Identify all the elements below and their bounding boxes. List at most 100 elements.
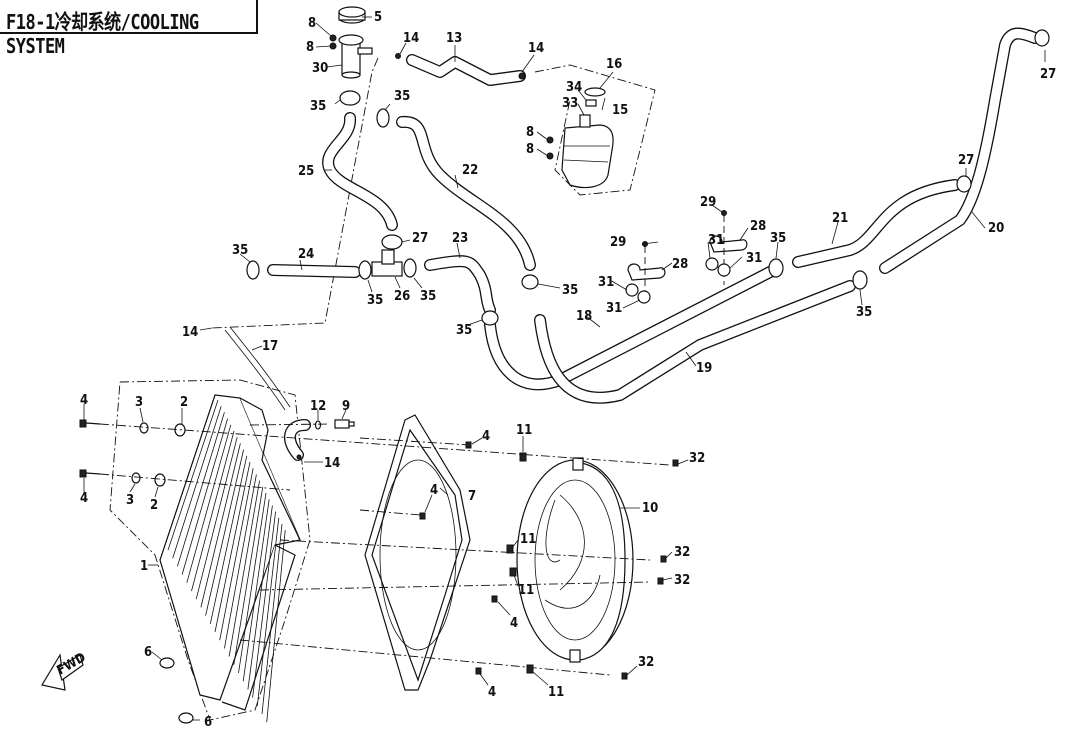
- callout-2: 2: [150, 498, 158, 513]
- callout-8: 8: [526, 125, 534, 140]
- tee-fitting-26: [371, 249, 403, 277]
- callout-32: 32: [674, 573, 690, 588]
- hose-24: [267, 264, 361, 278]
- callout-2: 2: [180, 395, 188, 410]
- hose-20: [879, 27, 1041, 274]
- callout-31: 31: [598, 275, 614, 290]
- callout-35: 35: [394, 89, 410, 104]
- callout-11: 11: [520, 532, 536, 547]
- coolant-reservoir: [561, 87, 614, 189]
- filler-group-outline: [211, 57, 379, 329]
- radiator-cap: [338, 6, 366, 24]
- mount-bushings-2: [154, 423, 186, 487]
- page-title: F18-1冷却系统/COOLING SYSTEM: [6, 11, 199, 60]
- callout-26: 26: [394, 289, 410, 304]
- callout-4: 4: [510, 616, 518, 631]
- callout-4: 4: [80, 491, 88, 506]
- bolt-8c: [546, 136, 554, 144]
- pipe-19: [534, 280, 856, 404]
- radiator-fin: [266, 530, 286, 723]
- radiator-fin: [233, 486, 264, 665]
- radiator-fin: [167, 399, 219, 551]
- radiator-fin: [181, 418, 228, 575]
- clip-14d: [296, 454, 302, 460]
- radiator-fin: [195, 437, 238, 600]
- callout-31: 31: [708, 233, 724, 248]
- cooling-fan: [516, 457, 634, 663]
- fan-bolts-32: [621, 459, 679, 680]
- hose-17: [224, 326, 291, 411]
- callout-15: 15: [612, 103, 628, 118]
- callout-35: 35: [367, 293, 383, 308]
- bracket-28b: [709, 235, 748, 253]
- hose-25: [322, 112, 398, 231]
- callout-24: 24: [298, 247, 314, 262]
- callout-28: 28: [672, 257, 688, 272]
- callout-20: 20: [988, 221, 1004, 236]
- callout-35: 35: [420, 289, 436, 304]
- callout-17: 17: [262, 339, 278, 354]
- radiator-fin: [177, 412, 225, 567]
- callout-22: 22: [462, 163, 478, 178]
- callout-7: 7: [468, 489, 476, 504]
- bolt-8a: [329, 34, 337, 42]
- callout-16: 16: [606, 57, 622, 72]
- reservoir-group-outline: [534, 64, 656, 196]
- callout-32: 32: [638, 655, 654, 670]
- filler-neck: [338, 34, 373, 79]
- callout-11: 11: [516, 423, 532, 438]
- callout-31: 31: [746, 251, 762, 266]
- washer-12: [314, 420, 322, 430]
- callout-12: 12: [310, 399, 326, 414]
- callout-35: 35: [456, 323, 472, 338]
- hose-elbow-12: [284, 419, 311, 461]
- callout-27: 27: [1040, 67, 1056, 82]
- callout-11: 11: [548, 685, 564, 700]
- radiator-fin: [228, 480, 260, 657]
- radiator-fin: [209, 455, 248, 624]
- callout-8: 8: [526, 142, 534, 157]
- callout-29: 29: [700, 195, 716, 210]
- callout-19: 19: [696, 361, 712, 376]
- washers-3: [131, 422, 149, 484]
- callout-4: 4: [80, 393, 88, 408]
- hose-23: [424, 255, 496, 316]
- shroud-bolts-4: [419, 441, 498, 675]
- fwd-text: FWD: [55, 650, 89, 678]
- callout-27: 27: [958, 153, 974, 168]
- callout-34: 34: [566, 80, 582, 95]
- callout-29: 29: [610, 235, 626, 250]
- nuts-11: [506, 452, 534, 674]
- radiator-fin: [219, 468, 254, 641]
- radiator-fin: [224, 474, 257, 649]
- callout-4: 4: [430, 483, 438, 498]
- bolts-4-left: [79, 419, 101, 478]
- hose-21: [792, 179, 961, 268]
- radiator-fin: [200, 443, 241, 608]
- callout-23: 23: [452, 231, 468, 246]
- bracket-28a: [627, 263, 666, 281]
- callout-labels: 5 8 8 30 14 13 14 16 34 33 15 8 8 27 35 …: [80, 10, 1056, 730]
- callout-14: 14: [403, 31, 419, 46]
- callout-4: 4: [488, 685, 496, 700]
- callout-9: 9: [342, 399, 350, 414]
- radiator-fin: [214, 461, 251, 633]
- hose-clamps: [246, 29, 1050, 326]
- callout-30: 30: [312, 61, 328, 76]
- callout-32: 32: [674, 545, 690, 560]
- callout-8: 8: [308, 16, 316, 31]
- clip-14a: [395, 53, 401, 59]
- sensor-9: [334, 419, 355, 429]
- radiator-fin: [261, 523, 283, 715]
- hose-22: [396, 116, 536, 271]
- callout-4: 4: [482, 429, 490, 444]
- callout-10: 10: [642, 501, 658, 516]
- callout-6: 6: [144, 645, 152, 660]
- radiator-fin: [238, 492, 267, 674]
- callout-14: 14: [324, 456, 340, 471]
- callout-35: 35: [562, 283, 578, 298]
- callout-8: 8: [306, 40, 314, 55]
- callout-21: 21: [832, 211, 848, 226]
- radiator-group-outline: [109, 379, 311, 721]
